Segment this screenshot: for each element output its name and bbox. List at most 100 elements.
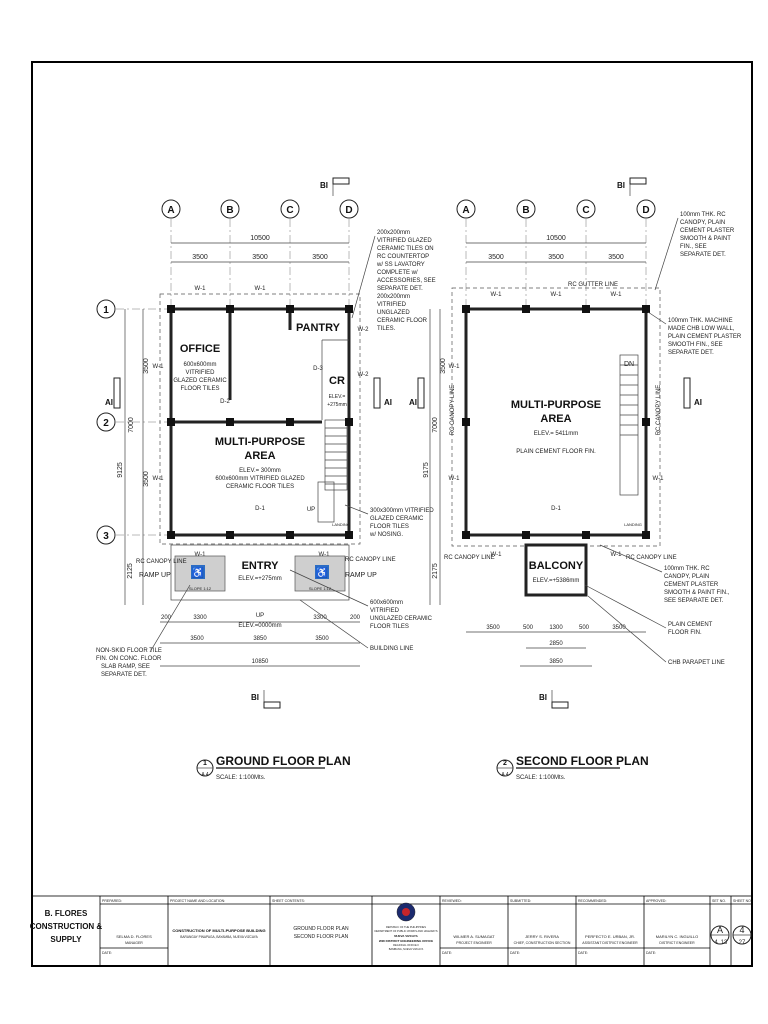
svg-text:CERAMIC FLOOR: CERAMIC FLOOR: [377, 318, 428, 324]
tag-d2: D-2: [220, 399, 230, 405]
ramp-up-left: RAMP UP: [139, 572, 171, 579]
dim-bottom-small-1: 200: [161, 615, 172, 621]
mpa-note-2: 600x600mm VITRIFIED GLAZED: [215, 476, 305, 482]
dim-left-mid-2: 7000: [432, 417, 439, 433]
svg-text:SEPARATE DET.: SEPARATE DET.: [680, 252, 726, 258]
svg-text:COMPLETE w/: COMPLETE w/: [377, 270, 418, 276]
title-sheet-second: A 4: [501, 772, 508, 778]
project-name: CONSTRUCTION OF MULTI-PURPOSE BUILDING: [172, 928, 265, 933]
office-note-3: GLAZED CERAMIC: [173, 378, 227, 384]
svg-text:SEPARATE DET.: SEPARATE DET.: [101, 672, 147, 678]
canopy-line-right-2: RC CANOPY LINE: [626, 555, 677, 561]
svg-text:FLOOR TILES: FLOOR TILES: [370, 624, 409, 630]
tag-w1-e: W-1: [195, 552, 207, 558]
svg-text:FIN. ON CONC. FLOOR: FIN. ON CONC. FLOOR: [96, 656, 162, 662]
room-mpa-1: MULTI-PURPOSE: [215, 436, 305, 448]
submitted-name: JERRY S. RIVERA: [525, 934, 559, 939]
tag-w1-s3: W-1: [611, 292, 623, 298]
note-plain-cement: PLAIN CEMENT FLOOR FIN.: [668, 622, 713, 636]
stair-dn: DN: [624, 361, 634, 368]
office-note-4: FLOOR TILES: [181, 386, 220, 392]
cr-elev-2: +275mm: [327, 402, 347, 408]
dim-left-mid: 7000: [128, 417, 135, 433]
dim-bottom-2850: 2850: [549, 641, 563, 647]
svg-text:FLOOR FIN.: FLOOR FIN.: [668, 630, 702, 636]
mpa-note-3: CERAMIC FLOOR TILES: [226, 484, 294, 490]
grid-label-2: 2: [103, 418, 109, 429]
title-num-second: 2: [503, 760, 507, 767]
svg-text:ACCESSORIES, SEE: ACCESSORIES, SEE: [377, 278, 436, 284]
tag-d1-s: D-1: [551, 506, 561, 512]
svg-text:200x200mm: 200x200mm: [377, 230, 410, 236]
note-cr-tiles: 200x200mm VITRIFIED UNGLAZED CERAMIC FLO…: [377, 294, 428, 332]
stair-landing: LANDING: [624, 522, 642, 527]
svg-text:w/ NOSING.: w/ NOSING.: [369, 532, 403, 538]
canopy-line-left-2: RC CANOPY LINE: [444, 555, 495, 561]
dim-left-total-2: 9175: [423, 462, 430, 478]
room-cr: CR: [329, 375, 345, 387]
dim-left-bay-3: 2125: [127, 563, 134, 579]
svg-text:SEPARATE DET.: SEPARATE DET.: [377, 286, 423, 292]
grid-label-c-2: C: [582, 205, 589, 216]
dim-bottom-bay-3: 3500: [315, 636, 329, 642]
company-line-3: SUPPLY: [50, 935, 82, 944]
svg-text:SLAB RAMP, SEE: SLAB RAMP, SEE: [101, 664, 150, 670]
ramp-up-right: RAMP UP: [345, 572, 377, 579]
svg-text:VITRIFIED GLAZED: VITRIFIED GLAZED: [377, 238, 432, 244]
grid-label-d-2: D: [642, 205, 649, 216]
agency-line-4: 2ND DISTRICT ENGINEERING OFFICE: [379, 939, 433, 943]
canopy-line-left: RC CANOPY LINE: [136, 559, 187, 565]
svg-text:200x200mm: 200x200mm: [377, 294, 410, 300]
note-entry-tiles: 600x600mm VITRIFIED UNGLAZED CERAMIC FLO…: [370, 600, 433, 630]
dim-bottom-small-4: 200: [350, 615, 361, 621]
tag-w1-s1: W-1: [491, 292, 503, 298]
submitted-date-label: DATE:: [510, 951, 520, 955]
grid-label-3: 3: [103, 531, 109, 542]
company-line-1: B. FLORES: [45, 909, 88, 918]
grid-label-a-2: A: [462, 205, 469, 216]
tag-w2-b: W-2: [358, 372, 370, 378]
sheet-contents-label: SHEET CONTENTS:: [272, 899, 305, 903]
dim-total-top-2: 10500: [546, 235, 566, 242]
room-mpa-2-line2: AREA: [540, 413, 571, 425]
section-mark-top: BI: [320, 181, 328, 190]
tag-w1-f: W-1: [319, 552, 331, 558]
note-stair-tiles: 300x300mm VITRIFIED GLAZED CERAMIC FLOOR…: [369, 508, 434, 538]
entry-up-elev: ELEV.=0000mm: [238, 623, 281, 629]
tag-w1-d: W-1: [153, 476, 165, 482]
dim-bottom-2-5: 3500: [612, 625, 626, 631]
note-chb-wall: 100mm THK. MACHINE MADE CHB LOW WALL, PL…: [668, 318, 742, 356]
office-note-1: 600x600mm: [183, 362, 216, 368]
recommended-name: PERFECTO E. URBAN, JR.: [585, 934, 635, 939]
svg-text:100mm THK. RC: 100mm THK. RC: [680, 212, 726, 218]
tag-w1-b: W-1: [255, 286, 267, 292]
approved-name: MARILYN C. INGUILLO: [656, 934, 698, 939]
entry-up: UP: [256, 613, 264, 619]
title-sheet-ground: A 4: [201, 772, 208, 778]
scale-ground: SCALE: 1:100Mts.: [216, 775, 266, 781]
section-mark-right: AI: [384, 398, 392, 407]
svg-text:NON-SKID FLOOR TILE: NON-SKID FLOOR TILE: [96, 648, 162, 654]
office-note-2: VITRIFIED: [185, 370, 215, 376]
grid-label-c: C: [286, 205, 293, 216]
svg-text:SEE SEPARATE DET.: SEE SEPARATE DET.: [664, 598, 724, 604]
svg-text:SMOOTH FIN., SEE: SMOOTH FIN., SEE: [668, 342, 723, 348]
svg-text:RC COUNTERTOP: RC COUNTERTOP: [377, 254, 429, 260]
note-canopy-bottom: 100mm THK. RC CANOPY, PLAIN CEMENT PLAST…: [664, 566, 730, 604]
room-entry: ENTRY: [242, 560, 280, 572]
svg-text:PLAIN CEMENT PLASTER: PLAIN CEMENT PLASTER: [668, 334, 742, 340]
dim-bay-3-2: 3500: [608, 254, 624, 261]
company-line-2: CONSTRUCTION &: [30, 922, 103, 931]
svg-text:100mm THK. MACHINE: 100mm THK. MACHINE: [668, 318, 733, 324]
ground-floor-plan: A B C D 1 2 3 BI BI AI AI 1: [96, 177, 436, 781]
tag-up: UP: [307, 507, 315, 513]
reviewed-name: WILMER A. SUMAGAT: [453, 934, 495, 939]
svg-text:♿: ♿: [316, 566, 328, 579]
submitted-role: CHIEF, CONSTRUCTION SECTION: [514, 941, 571, 945]
section-mark-left-2: AI: [409, 398, 417, 407]
svg-text:PLAIN CEMENT: PLAIN CEMENT: [668, 622, 713, 628]
cr-elev-1: ELEV.=: [329, 394, 346, 400]
svg-text:100mm THK. RC: 100mm THK. RC: [664, 566, 710, 572]
tag-w1-s8: W-1: [611, 552, 623, 558]
prepared-date-label: DATE:: [102, 951, 112, 955]
